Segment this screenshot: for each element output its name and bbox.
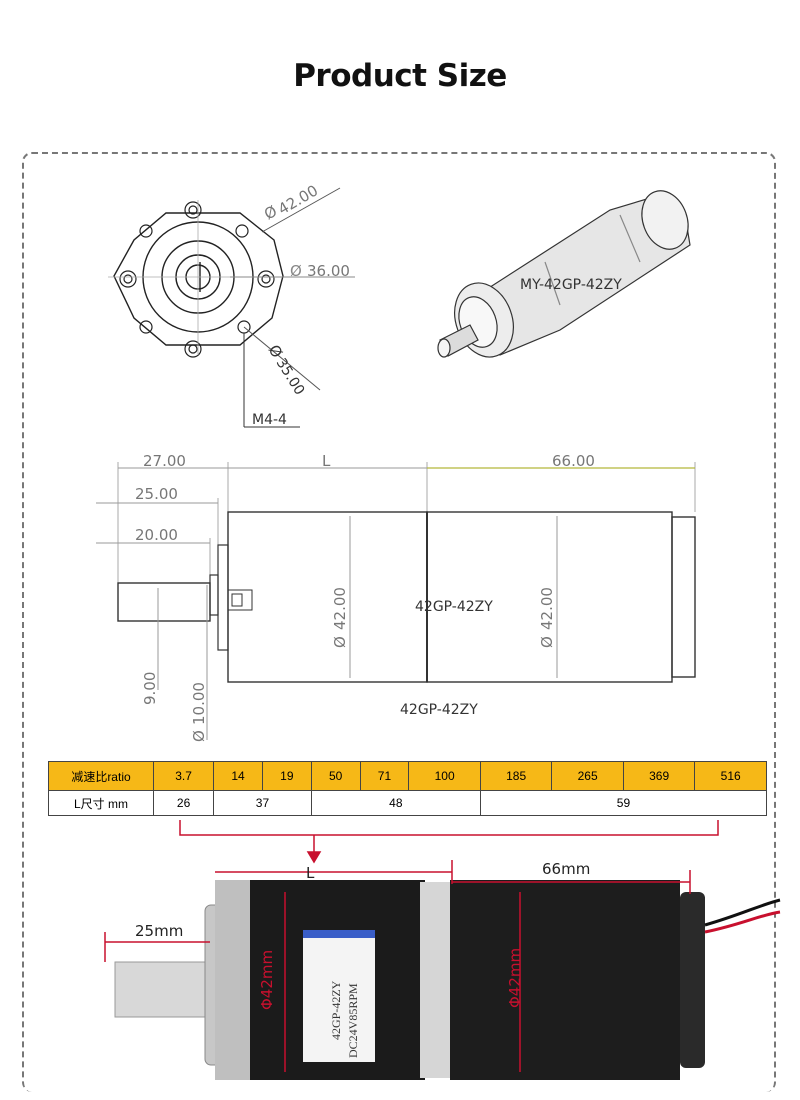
ratio-table: 减速比ratio 3.7 14 19 50 71 100 185 265 369… xyxy=(48,761,768,816)
diameter-symbol-icon: Ø xyxy=(538,636,556,648)
length-cell: 48 xyxy=(310,790,481,816)
ratio-cell: 185 xyxy=(479,761,553,791)
photo-dia-right-text: Φ42mm xyxy=(506,948,524,1008)
ratio-cell: 14 xyxy=(213,761,263,791)
dim-dia-gear-text: 42.00 xyxy=(331,587,349,630)
dim-27-text: 27.00 xyxy=(143,452,186,470)
dim-shaft-dia-text: 10.00 xyxy=(190,682,208,725)
product-photo xyxy=(114,880,781,1080)
side-caption: 42GP-42ZY xyxy=(400,702,478,718)
front-view xyxy=(108,187,355,428)
ratio-header-row: 减速比ratio 3.7 14 19 50 71 100 185 265 369… xyxy=(48,761,767,791)
diameter-symbol-icon: Ø xyxy=(290,262,302,280)
dim-25-text: 25.00 xyxy=(135,485,178,503)
dim-dia-motor-text: 42.00 xyxy=(538,587,556,630)
ratio-header-label: 减速比ratio xyxy=(48,761,154,791)
flange-outline xyxy=(113,212,284,346)
ratio-cell: 100 xyxy=(408,761,481,791)
length-cell: 59 xyxy=(479,790,768,816)
dim-66-text: 66.00 xyxy=(552,452,595,470)
front-dia-inner-text: 35.00 xyxy=(273,356,308,398)
sticker-model-text: 42GP-42ZY xyxy=(329,980,343,1040)
ratio-cell: 516 xyxy=(694,761,767,791)
photo-dimensions xyxy=(104,860,691,1072)
page-title: Product Size xyxy=(293,58,507,94)
front-dia-mid-text: 36.00 xyxy=(307,262,350,280)
diameter-symbol-icon: Ø xyxy=(190,730,208,742)
iso-view xyxy=(437,190,691,358)
mount-holes xyxy=(119,201,275,358)
ratio-cell: 369 xyxy=(622,761,696,791)
dim-20-text: 20.00 xyxy=(135,526,178,544)
ratio-cell: 3.7 xyxy=(152,761,215,791)
photo-25-text: 25mm xyxy=(135,922,183,940)
sticker-spec-text: DC24V85RPM xyxy=(346,983,360,1058)
thread-text: M4-4 xyxy=(252,412,287,428)
length-row: L尺寸 mm 26 37 48 59 xyxy=(48,790,768,816)
ratio-cell: 19 xyxy=(261,761,312,791)
photo-dia-left-text: Φ42mm xyxy=(258,950,276,1010)
dim-l-text: L xyxy=(322,452,331,470)
iso-model-text: MY-42GP-42ZY xyxy=(520,277,622,293)
length-cell: 26 xyxy=(152,790,215,816)
front-dia-outer-text: 42.00 xyxy=(275,181,321,218)
side-body-label: 42GP-42ZY xyxy=(415,599,493,615)
dim-shaft-flat-text: 9.00 xyxy=(141,672,159,705)
photo-l-text: L xyxy=(306,864,315,882)
length-row-label: L尺寸 mm xyxy=(48,790,154,816)
length-cell: 37 xyxy=(213,790,312,816)
drawing-frame xyxy=(22,152,776,1092)
photo-66-text: 66mm xyxy=(542,860,590,878)
side-view xyxy=(96,462,696,740)
ratio-cell: 71 xyxy=(359,761,410,791)
l-bracket xyxy=(179,820,719,864)
diameter-symbol-icon: Ø xyxy=(331,636,349,648)
ratio-cell: 50 xyxy=(310,761,361,791)
ratio-cell: 265 xyxy=(551,761,624,791)
